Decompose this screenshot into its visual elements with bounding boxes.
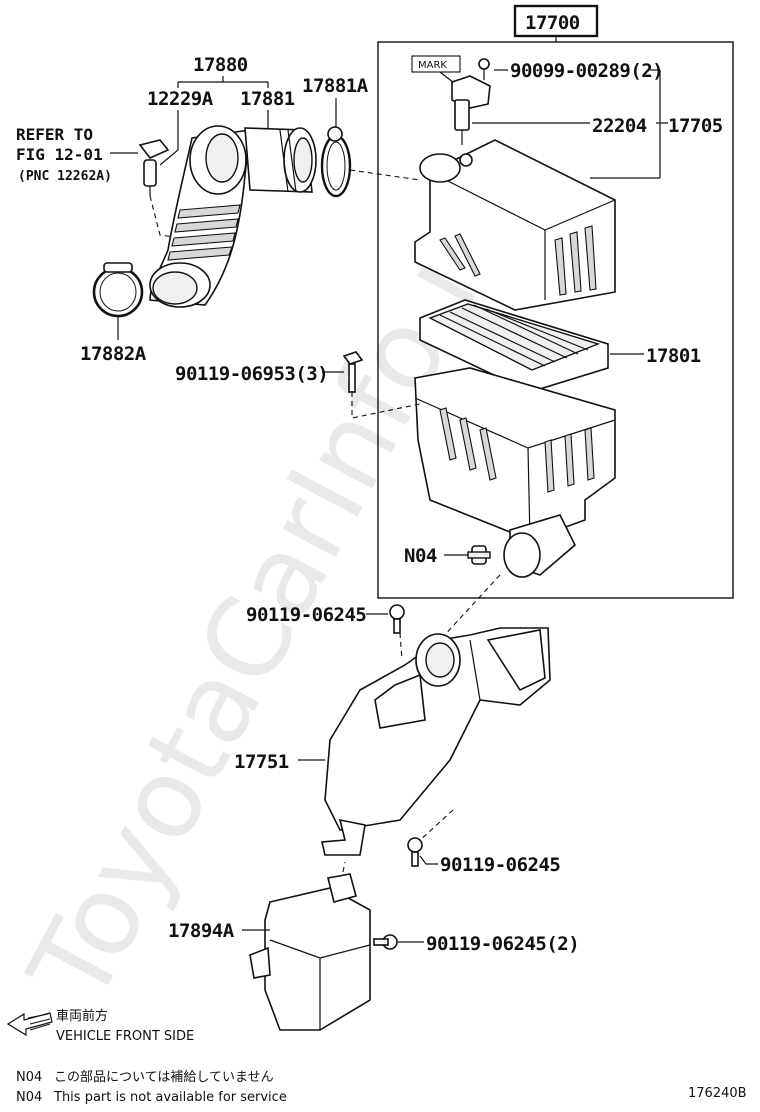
resonator-17894A (249, 873, 371, 1031)
grommet-N04 (467, 545, 491, 565)
label-17881A: 17881A (302, 75, 369, 97)
sensor-12229A (138, 139, 170, 196)
mark-label: MARK (418, 60, 447, 71)
screw-90099 (478, 58, 490, 80)
label-17882A: 17882A (80, 343, 147, 365)
air-hose-17880 (149, 125, 251, 308)
label-90119-06245-lower: 90119-06245 (440, 854, 560, 876)
note-en-code: N04 (16, 1090, 42, 1105)
clamp-17881A (320, 126, 352, 198)
label-22204: 22204 (592, 115, 647, 137)
vehicle-front-jp: 車両前方 (56, 1008, 108, 1024)
air-cleaner-cap-17705 (414, 139, 616, 311)
label-90119-06245-upper: 90119-06245 (246, 604, 366, 626)
label-N04: N04 (404, 545, 437, 567)
label-17705: 17705 (668, 115, 723, 137)
intake-duct-17751 (321, 627, 551, 856)
note-jp-code: N04 (16, 1070, 42, 1085)
label-17880: 17880 (193, 54, 248, 76)
bolt-90119-06245-lower (407, 837, 423, 867)
clamp-17882A (92, 262, 144, 318)
note-jp-text: この部品については補給していません (54, 1070, 274, 1085)
duct-17881 (244, 127, 317, 193)
label-12229A: 12229A (147, 88, 214, 110)
refer-line-2: FIG 12-01 (16, 145, 103, 164)
label-17881: 17881 (240, 88, 295, 110)
watermark: ToyotaCarInfo.ru (4, 164, 542, 1023)
label-17700: 17700 (525, 12, 580, 34)
vehicle-front-arrow-icon (6, 1012, 53, 1037)
mark-tag (411, 55, 461, 73)
bolt-90119-06245-resonator (373, 934, 398, 950)
label-17751: 17751 (234, 751, 289, 773)
air-cleaner-case (414, 367, 616, 578)
label-17801: 17801 (646, 345, 701, 367)
air-filter-element-17801 (419, 299, 609, 393)
label-90099-00289: 90099-00289(2) (510, 60, 663, 82)
label-90119-06953: 90119-06953(3) (175, 363, 328, 385)
vehicle-front-en: VEHICLE FRONT SIDE (56, 1029, 194, 1044)
note-en-text: This part is not available for service (53, 1090, 287, 1105)
label-90119-06245-2: 90119-06245(2) (426, 933, 579, 955)
mass-air-flow-sensor-22204 (451, 75, 491, 145)
label-17894A: 17894A (168, 920, 235, 942)
bolt-90119-06953 (342, 351, 364, 393)
diagram-id: 176240B (688, 1086, 747, 1101)
refer-line-1: REFER TO (16, 125, 93, 144)
bolt-90119-06245-upper (389, 604, 405, 634)
refer-line-3: (PNC 12262A) (18, 169, 112, 184)
